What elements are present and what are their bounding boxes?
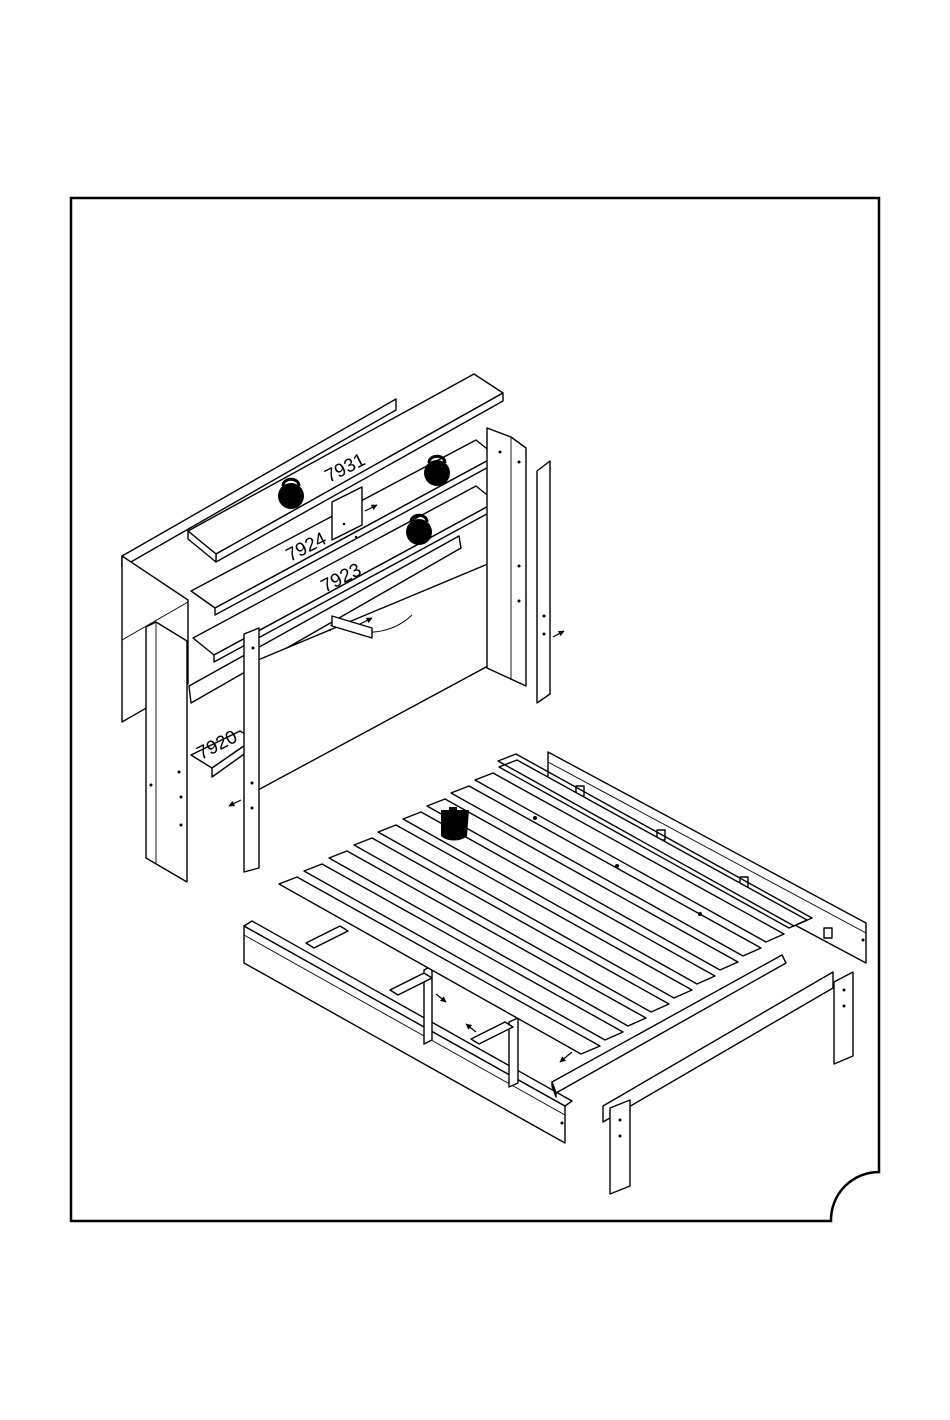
left-side-panel xyxy=(146,622,187,882)
right-slim-rail xyxy=(537,461,550,703)
footboard-leg-right xyxy=(834,972,853,1064)
left-slim-rail xyxy=(244,628,259,872)
kettlebell-icon xyxy=(278,479,304,509)
right-side-post xyxy=(487,428,526,686)
kettlebell-icon xyxy=(406,515,432,545)
rubber-mallet-icon xyxy=(441,807,469,841)
kettlebell-icon xyxy=(424,456,450,486)
footboard-leg-left xyxy=(610,1100,630,1194)
